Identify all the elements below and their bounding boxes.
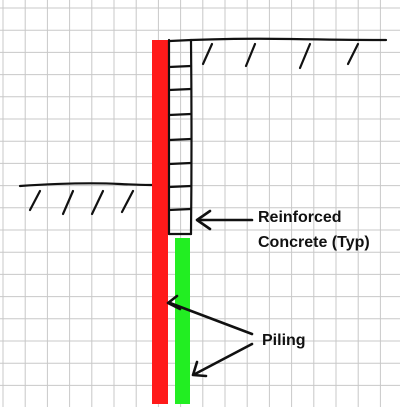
lower-ground-hatch-3 — [90, 189, 105, 216]
piling-arrow-green-shaft — [193, 342, 254, 376]
lower-ground-hatch-4 — [120, 189, 135, 214]
concrete-joint-1 — [167, 64, 193, 69]
concrete-joint-2 — [167, 87, 193, 92]
upper-ground-surface — [168, 37, 388, 70]
upper-ground-hatch-4 — [346, 42, 360, 66]
piling-arrow-green-head — [191, 360, 208, 378]
red-pile — [152, 40, 168, 404]
lower-ground-hatch-1 — [28, 189, 42, 212]
concrete-arrow-head — [195, 209, 212, 231]
piling-arrow-red-shaft — [168, 301, 254, 336]
concrete-joint-5 — [167, 161, 193, 166]
concrete-joint-7 — [167, 207, 193, 212]
upper-ground-hatch-3 — [298, 42, 312, 70]
green-pile — [175, 238, 190, 404]
upper-ground-hatch-1 — [201, 42, 214, 66]
concrete-panel-stack — [167, 38, 193, 236]
lower-ground-surface — [18, 182, 162, 216]
concrete-panel-right-edge — [189, 38, 193, 236]
upper-ground-hatch-2 — [244, 42, 257, 68]
concrete-typ-label: Concrete (Typ) — [258, 234, 370, 251]
concrete-joint-4 — [167, 137, 193, 142]
upper-ground-line — [168, 37, 388, 43]
concrete-joint-6 — [167, 184, 193, 189]
callout-arrows — [166, 209, 254, 378]
piling-label: Piling — [262, 332, 306, 349]
lower-ground-hatch-2 — [61, 189, 75, 216]
concrete-joint-3 — [167, 112, 193, 117]
reinforced-label: Reinforced — [258, 209, 342, 226]
piling-arrow-red-head — [166, 294, 182, 311]
